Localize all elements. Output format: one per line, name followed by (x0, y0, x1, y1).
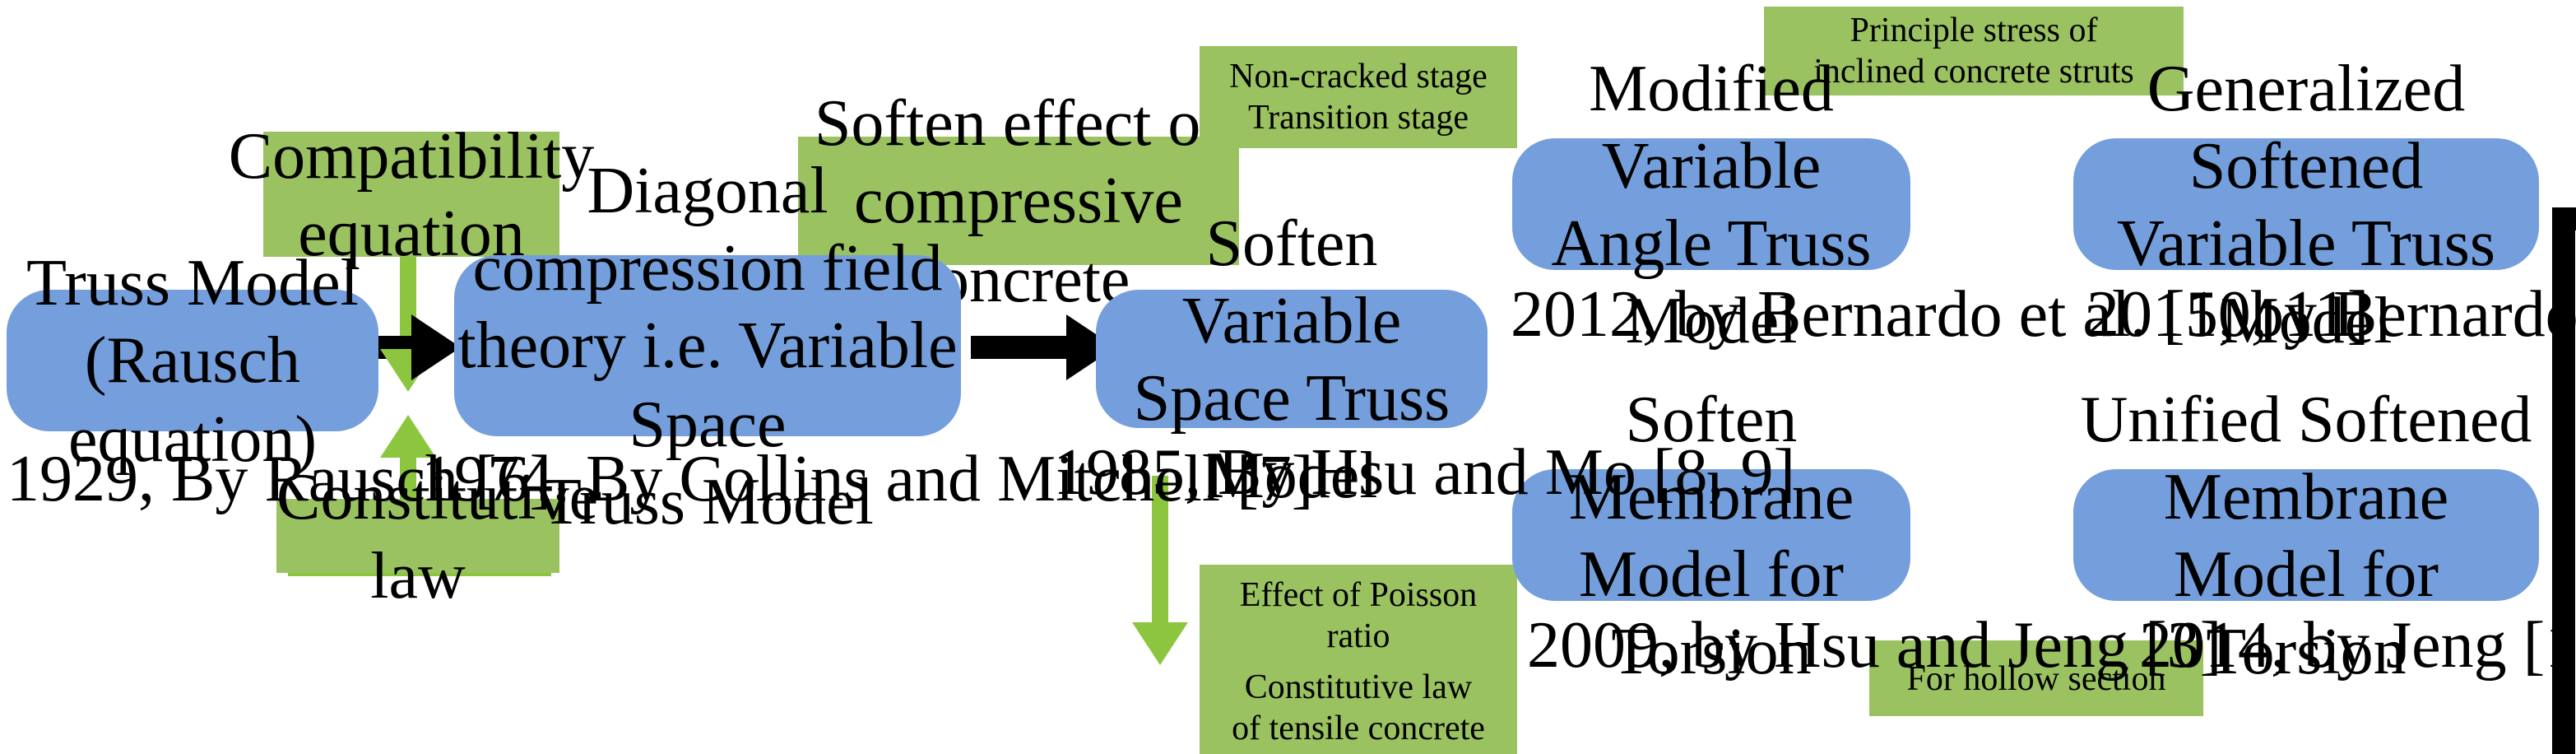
model-soften-membrane-text: Soften Membrane Model for Torsion (1568, 381, 1854, 689)
concept-box-poisson-ratio[interactable]: Effect of Poisson ratio (1200, 565, 1517, 667)
model-box-diagonal-compression[interactable]: Diagonal compression field theory i.e. V… (454, 153, 961, 538)
flow-branch-upper (2552, 207, 2576, 230)
concept-box-constitutive-law[interactable]: Constitutive law (276, 460, 598, 612)
caption-soften-variable-space: 1985, By Hsu and Mo [8, 9] (1053, 435, 1796, 509)
model-soften-variable-space-text: Soften Variable Space Truss Model (1133, 205, 1450, 513)
concept-stages-text: Non-cracked stage Transition stage (1229, 56, 1488, 137)
caption-generalized-softened: 2015, by Bernardo et al. [12] (2086, 277, 2576, 351)
concept-poisson-text: Effect of Poisson ratio (1239, 575, 1478, 655)
model-box-generalized-softened[interactable]: Generalized Softened Variable Truss Mode… (2073, 50, 2539, 357)
model-box-truss-model[interactable]: Truss Model (Rausch equation) (7, 245, 378, 475)
model-generalized-softened-text: Generalized Softened Variable Truss Mode… (2116, 50, 2496, 358)
caption-modified-variable-angle: 2012, by Bernardo et al. [10, 11] (1511, 277, 2369, 351)
model-diagonal-compression-text: Diagonal compression field theory i.e. V… (457, 153, 958, 538)
caption-soften-membrane: 2009, by Hsu and Jeng [3] (1527, 607, 2222, 682)
concept-box-soften-effect[interactable]: Soften effect of compressive concrete (798, 86, 1239, 315)
caption-unified-softened-membrane: 2014, by Jeng [14] (2139, 607, 2576, 682)
model-unified-softened-membrane-text: Unified Softened Membrane Model for Tors… (2080, 381, 2532, 689)
concept-box-stages[interactable]: Non-cracked stage Transition stage (1200, 46, 1517, 148)
concept-hollow-section-text: For hollow section (1906, 658, 2166, 698)
flow-arrowhead-truss-to-dcft (411, 314, 461, 380)
concept-box-principle-stress[interactable]: Principle stress of inclined concrete st… (1764, 7, 2184, 95)
concept-principle-stress-text: Principle stress of inclined concrete st… (1813, 10, 2134, 91)
green-arrowhead-soften-effect (1132, 622, 1188, 665)
concept-constitutive-law-text: Constitutive law (276, 459, 599, 612)
green-arrowhead-constitutive (380, 415, 436, 458)
flow-trunk-vertical (2552, 207, 2575, 754)
model-box-soften-variable-space[interactable]: Soften Variable Space Truss Model (1096, 205, 1488, 512)
caption-truss-model: 1929, By Rausch [6] (7, 441, 552, 515)
model-truss-model-text: Truss Model (Rausch equation) (26, 245, 359, 476)
concept-box-hollow-section[interactable]: For hollow section (1869, 640, 2203, 716)
caption-diagonal-compression: 1974, By Collins and Mitchell [7] (421, 441, 1314, 515)
green-connector-soften-effect (1152, 476, 1168, 627)
model-box-soften-membrane[interactable]: Soften Membrane Model for Torsion (1512, 381, 1910, 688)
model-box-unified-softened-membrane[interactable]: Unified Softened Membrane Model for Tors… (2073, 381, 2539, 688)
model-box-modified-variable-angle[interactable]: Modified Variable Angle Truss Model (1512, 50, 1910, 357)
model-modified-variable-angle-text: Modified Variable Angle Truss Model (1551, 50, 1872, 358)
concept-box-tensile-constitutive[interactable]: Constitutive law of tensile concrete (1200, 659, 1517, 754)
concept-tensile-constitutive-text: Constitutive law of tensile concrete (1232, 667, 1485, 747)
